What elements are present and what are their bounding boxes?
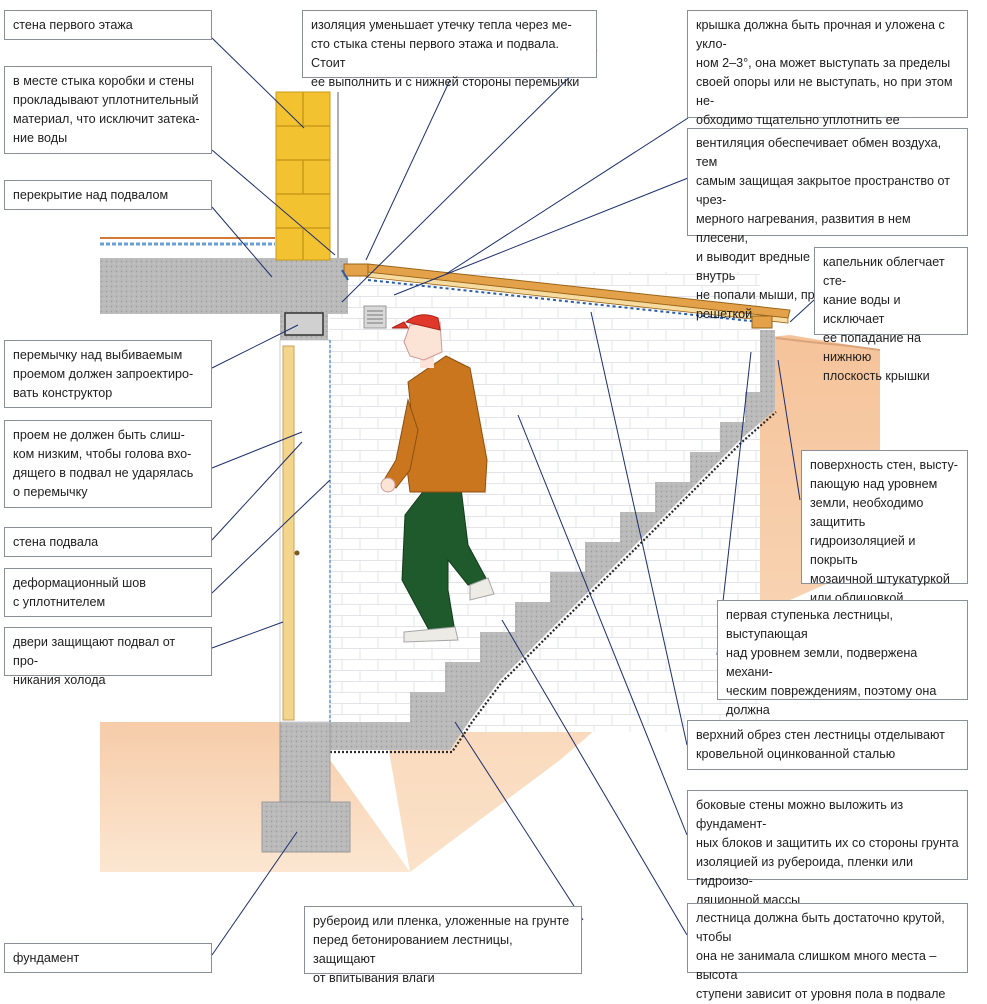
foundation-footing xyxy=(261,801,351,853)
vent-grille xyxy=(363,305,387,329)
label-first-floor-wall: стена первого этажа xyxy=(4,10,212,40)
label-sealing-material: в месте стыка коробки и стены прокладыва… xyxy=(4,66,212,154)
label-expansion-joint: деформационный шов с уплотнителем xyxy=(4,568,212,617)
label-foundation: фундамент xyxy=(4,943,212,973)
label-ventilation: вентиляция обеспечивает обмен воздуха, т… xyxy=(687,128,968,321)
label-wall-surface: поверхность стен, высту- пающую над уров… xyxy=(801,450,968,605)
label-side-walls: боковые стены можно выложить из фундамен… xyxy=(687,790,968,907)
label-stair-steep: лестница должна быть достаточно крутой, … xyxy=(687,903,968,1001)
label-basement-wall: стена подвала xyxy=(4,527,212,557)
label-doors-protect: двери защищают подвал от про- никания хо… xyxy=(4,627,212,687)
staircase-diagram xyxy=(100,37,881,956)
label-roofing-felt: рубероид или пленка, уложенные на грунте… xyxy=(304,906,582,985)
label-insulation: изоляция уменьшает утечку тепла через ме… xyxy=(302,10,597,89)
leader-lines xyxy=(211,37,815,956)
label-drip: капельник облегчает сте- кание воды и ис… xyxy=(814,247,968,383)
tiled-wall xyxy=(330,272,760,732)
door-handle xyxy=(294,550,300,556)
label-lintel-design: перемычку над выбиваемым проемом должен … xyxy=(4,340,212,408)
label-basement-ceiling: перекрытие над подвалом xyxy=(4,180,212,210)
floor-slab xyxy=(100,258,348,314)
label-top-edge: верхний обрез стен лестницы отделывают к… xyxy=(687,720,968,770)
basement-door xyxy=(282,345,295,721)
foundation-block xyxy=(279,721,331,803)
stair-waterproofing xyxy=(330,411,777,754)
label-opening-height: проем не должен быть слиш- ком низким, ч… xyxy=(4,420,212,508)
label-first-step: первая ступенька лестницы, выступающая н… xyxy=(717,600,968,736)
person-illustration xyxy=(380,314,495,643)
label-lid: крышка должна быть прочная и уложена с у… xyxy=(687,10,968,165)
